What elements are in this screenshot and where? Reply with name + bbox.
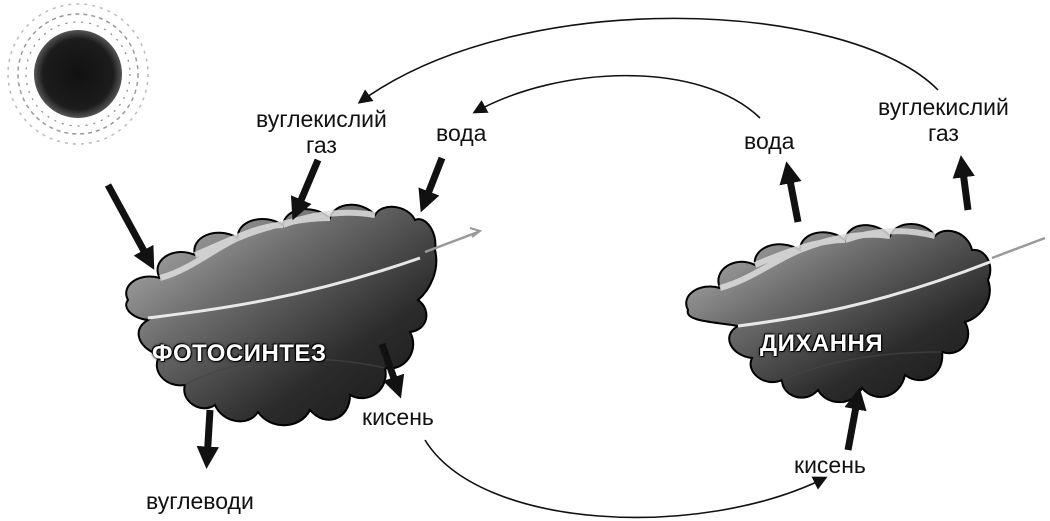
co2-in-arrow	[290, 158, 322, 221]
sun-icon	[7, 3, 149, 145]
label-co2-line2: газ	[305, 132, 337, 158]
label-co2-in: вуглекислий газ	[256, 106, 387, 158]
photosynthesis-title: ФОТОСИНТЕЗ	[152, 340, 327, 367]
label-co2-out-line1: вуглекислий	[878, 94, 1009, 120]
oxygen-in-arrow	[844, 387, 867, 451]
oak-leaf-icon	[685, 223, 1046, 404]
cycle-arrow-water	[472, 74, 761, 119]
label-co2-out-line2: газ	[927, 120, 959, 146]
cycle-arrow-co2	[357, 17, 939, 104]
water-out-arrow	[779, 161, 802, 223]
label-co2-line1: вуглекислий	[256, 106, 387, 132]
carbs-out-arrow	[196, 409, 219, 469]
label-carbs-out: вуглеводи	[146, 488, 254, 514]
label-oxygen-in: кисень	[794, 452, 866, 478]
water-in-arrow	[418, 156, 446, 213]
label-water-in: вода	[436, 120, 487, 146]
respiration-title: ДИХАННЯ	[760, 330, 884, 357]
cycle-arrow-oxygen	[424, 439, 828, 519]
oxygen-out-arrow	[378, 342, 405, 399]
label-water-out: вода	[744, 128, 795, 154]
oak-leaf-icon	[125, 203, 483, 427]
co2-out-arrow	[952, 155, 975, 211]
label-oxygen-out: кисень	[362, 404, 434, 430]
label-co2-out: вуглекислий газ	[878, 94, 1009, 146]
sunlight-arrow	[104, 183, 155, 270]
